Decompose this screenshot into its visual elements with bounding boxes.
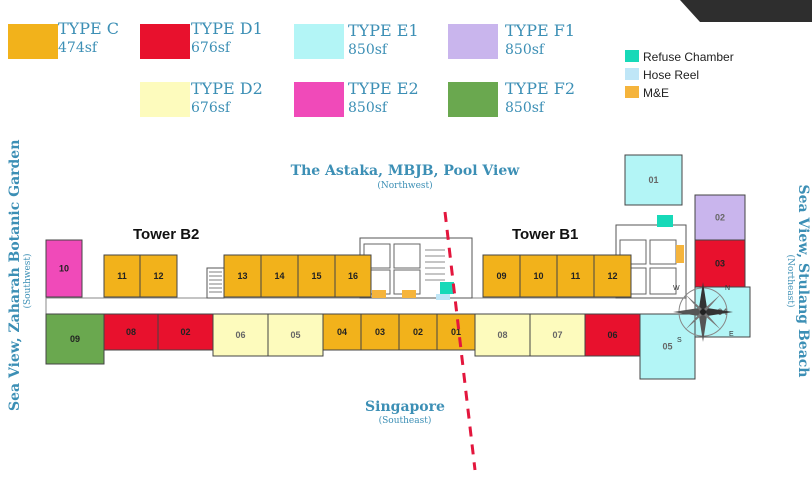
unit-12 <box>267 313 324 357</box>
unit-label-25: 08 <box>497 330 507 340</box>
compass-n: N <box>725 285 730 292</box>
unit-label-4: 13 <box>237 271 247 281</box>
type-c-size: 474sf <box>58 40 98 56</box>
tower-b2-label: Tower B2 <box>133 226 200 243</box>
unit-9 <box>103 313 159 351</box>
unit-15 <box>398 313 438 351</box>
unit-label-5: 14 <box>274 271 284 281</box>
type-f2-size: 850sf <box>505 100 545 116</box>
type-e1-size: 850sf <box>348 42 388 58</box>
unit-1 <box>45 239 83 298</box>
unit-22 <box>694 194 746 241</box>
unit-label-17: 09 <box>496 271 506 281</box>
view-top-title: The Astaka, MBJB, Pool View <box>290 163 520 179</box>
swatch-type-e1 <box>294 24 344 59</box>
unit-label-1: 10 <box>59 264 69 274</box>
unit-28 <box>639 313 696 380</box>
unit-label-7: 16 <box>348 271 358 281</box>
unit-6 <box>297 254 336 298</box>
unit-8 <box>45 313 105 365</box>
type-d1-name: TYPE D1 <box>191 19 263 38</box>
unit-18 <box>519 254 558 298</box>
unit-label-14: 03 <box>375 327 385 337</box>
refuse-chamber-swatch <box>625 50 639 62</box>
type-c-name: TYPE C <box>58 19 120 38</box>
compass-rose: N E S W <box>673 282 734 344</box>
type-e2-name: TYPE E2 <box>348 79 419 98</box>
unit-label-26: 07 <box>552 330 562 340</box>
compass-s: S <box>677 337 682 344</box>
corridor <box>45 297 687 315</box>
core-b2 <box>206 267 225 299</box>
unit-label-6: 15 <box>311 271 321 281</box>
unit-label-19: 11 <box>571 271 581 281</box>
swatch-type-f2 <box>448 82 498 117</box>
unit-label-9: 08 <box>126 327 136 337</box>
swatch-type-d2 <box>140 82 190 117</box>
swatch-type-f1 <box>448 24 498 59</box>
type-f2-name: TYPE F2 <box>505 79 576 98</box>
unit-21 <box>624 154 683 206</box>
unit-label-13: 04 <box>337 327 347 337</box>
refuse-chamber-central <box>440 282 454 294</box>
unit-4 <box>223 254 262 298</box>
unit-label-20: 12 <box>607 271 617 281</box>
unit-25 <box>474 313 531 357</box>
swatch-type-d1 <box>140 24 190 59</box>
tower-divider <box>443 211 477 471</box>
unit-26 <box>529 313 586 357</box>
unit-label-3: 12 <box>153 271 163 281</box>
swatch-type-c <box>8 24 58 59</box>
type-d2-size: 676sf <box>191 100 231 116</box>
unit-label-21: 01 <box>648 175 658 185</box>
unit-label-8: 09 <box>70 334 80 344</box>
m-and-e-swatch <box>625 86 639 98</box>
view-top-direction: (Northwest) <box>377 181 433 191</box>
unit-label-16: 01 <box>451 327 461 337</box>
unit-17 <box>482 254 521 298</box>
unit-27 <box>584 313 641 357</box>
compass-w: W <box>673 285 680 292</box>
unit-2 <box>103 254 141 298</box>
unit-label-27: 06 <box>607 330 617 340</box>
type-e1-name: TYPE E1 <box>348 21 419 40</box>
view-bottom-direction: (Southeast) <box>378 416 432 426</box>
unit-label-23: 03 <box>715 259 725 269</box>
unit-16 <box>436 313 476 351</box>
tower-b1-label: Tower B1 <box>512 226 579 243</box>
corner-decoration <box>0 0 812 30</box>
type-d1-size: 676sf <box>191 40 231 56</box>
view-bottom-title: Singapore <box>365 399 445 415</box>
swatch-type-e2 <box>294 82 344 117</box>
unit-label-18: 10 <box>533 271 543 281</box>
type-e2-size: 850sf <box>348 100 388 116</box>
hose-reel-central <box>436 294 450 300</box>
unit-7 <box>334 254 372 298</box>
unit-label-10: 02 <box>180 327 190 337</box>
hose-reel-label: Hose Reel <box>643 68 700 82</box>
unit-label-11: 06 <box>235 330 245 340</box>
type-f1-name: TYPE F1 <box>505 21 576 40</box>
unit-10 <box>157 313 214 351</box>
unit-label-28: 05 <box>662 342 672 352</box>
type-f1-size: 850sf <box>505 42 545 58</box>
unit-19 <box>556 254 595 298</box>
hose-reel-swatch <box>625 68 639 80</box>
unit-label-2: 11 <box>117 271 127 281</box>
refuse-chamber-label: Refuse Chamber <box>643 50 734 64</box>
unit-3 <box>139 254 178 298</box>
unit-label-15: 02 <box>413 327 423 337</box>
m-and-e-label: M&E <box>643 86 670 100</box>
unit-label-12: 05 <box>290 330 300 340</box>
type-d2-name: TYPE D2 <box>191 79 263 98</box>
unit-label-22: 02 <box>715 213 725 223</box>
unit-23 <box>694 239 746 288</box>
compass-e: E <box>729 331 734 338</box>
unit-20 <box>593 254 632 298</box>
